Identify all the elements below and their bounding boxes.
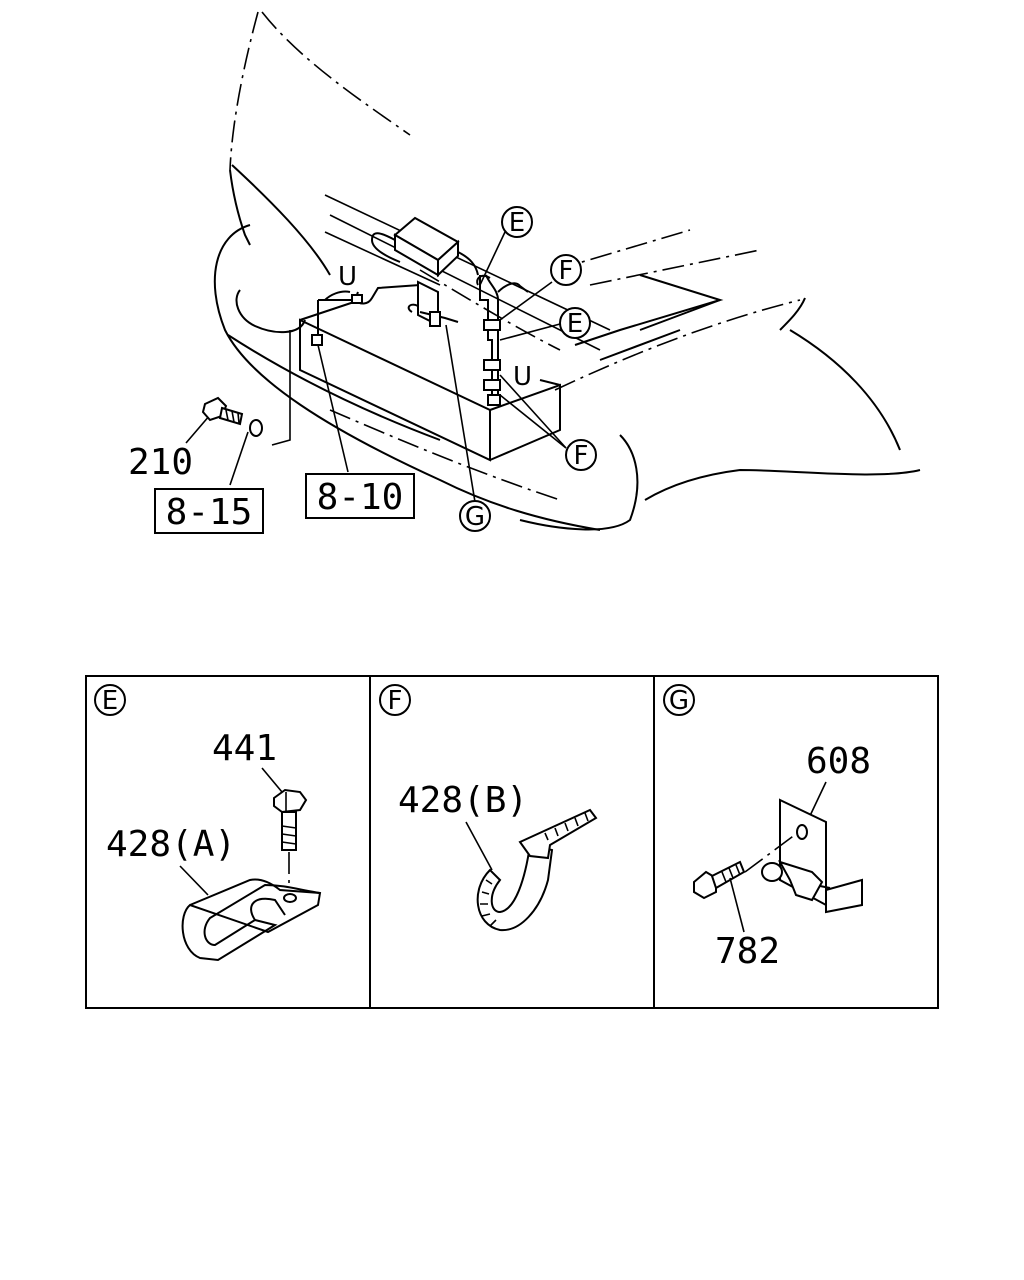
part-label-210[interactable]: 210 [128,442,193,483]
bolt-782 [693,860,746,900]
callout-f-bottom[interactable]: F [565,439,597,471]
part-label-428a[interactable]: 428(A) [106,824,236,865]
svg-text:F: F [559,256,574,286]
svg-text:E: E [509,208,525,238]
bracket-608 [744,798,863,914]
callout-e-mid[interactable]: E [559,307,591,339]
svg-text:G: G [465,502,485,532]
callout-e-top[interactable]: E [501,206,533,238]
controller-module [370,216,479,278]
svg-text:F: F [574,441,589,471]
svg-text:E: E [567,309,583,339]
detail-panel-f: F 428(B) [379,684,598,932]
callout-g[interactable]: G [459,500,491,532]
panel-g-callout[interactable]: G [663,684,695,716]
ref-box-8-15[interactable]: 8-15 [154,488,264,534]
detail-panel-e: E 441 428(A) [94,684,322,962]
svg-text:8-10: 8-10 [317,477,404,518]
clamp-428a [181,878,322,962]
bolt-441 [273,788,308,890]
part-label-608[interactable]: 608 [806,741,871,782]
part-label-782[interactable]: 782 [715,931,780,972]
svg-text:E: E [102,686,118,716]
detail-panel-g: G 608 782 [663,684,871,972]
panel-e-callout[interactable]: E [94,684,126,716]
callout-f-top[interactable]: F [550,254,582,286]
part-label-441[interactable]: 441 [212,728,277,769]
ref-box-8-10[interactable]: 8-10 [305,473,415,519]
washer [249,419,263,437]
bolt-210 [201,396,244,426]
wiring-harness [311,274,529,406]
svg-text:8-15: 8-15 [166,492,253,533]
cable-tie-428b [476,808,598,932]
part-label-428b[interactable]: 428(B) [398,780,528,821]
svg-text:G: G [669,686,689,716]
leader-lines [185,231,567,503]
panel-f-callout[interactable]: F [379,684,411,716]
vehicle-front-view [213,11,921,531]
u-mark-right: U [513,362,532,392]
svg-text:F: F [388,686,403,716]
u-mark-left: U [338,262,357,292]
bracket-g [407,280,459,327]
detail-panels-frame [85,675,939,1009]
